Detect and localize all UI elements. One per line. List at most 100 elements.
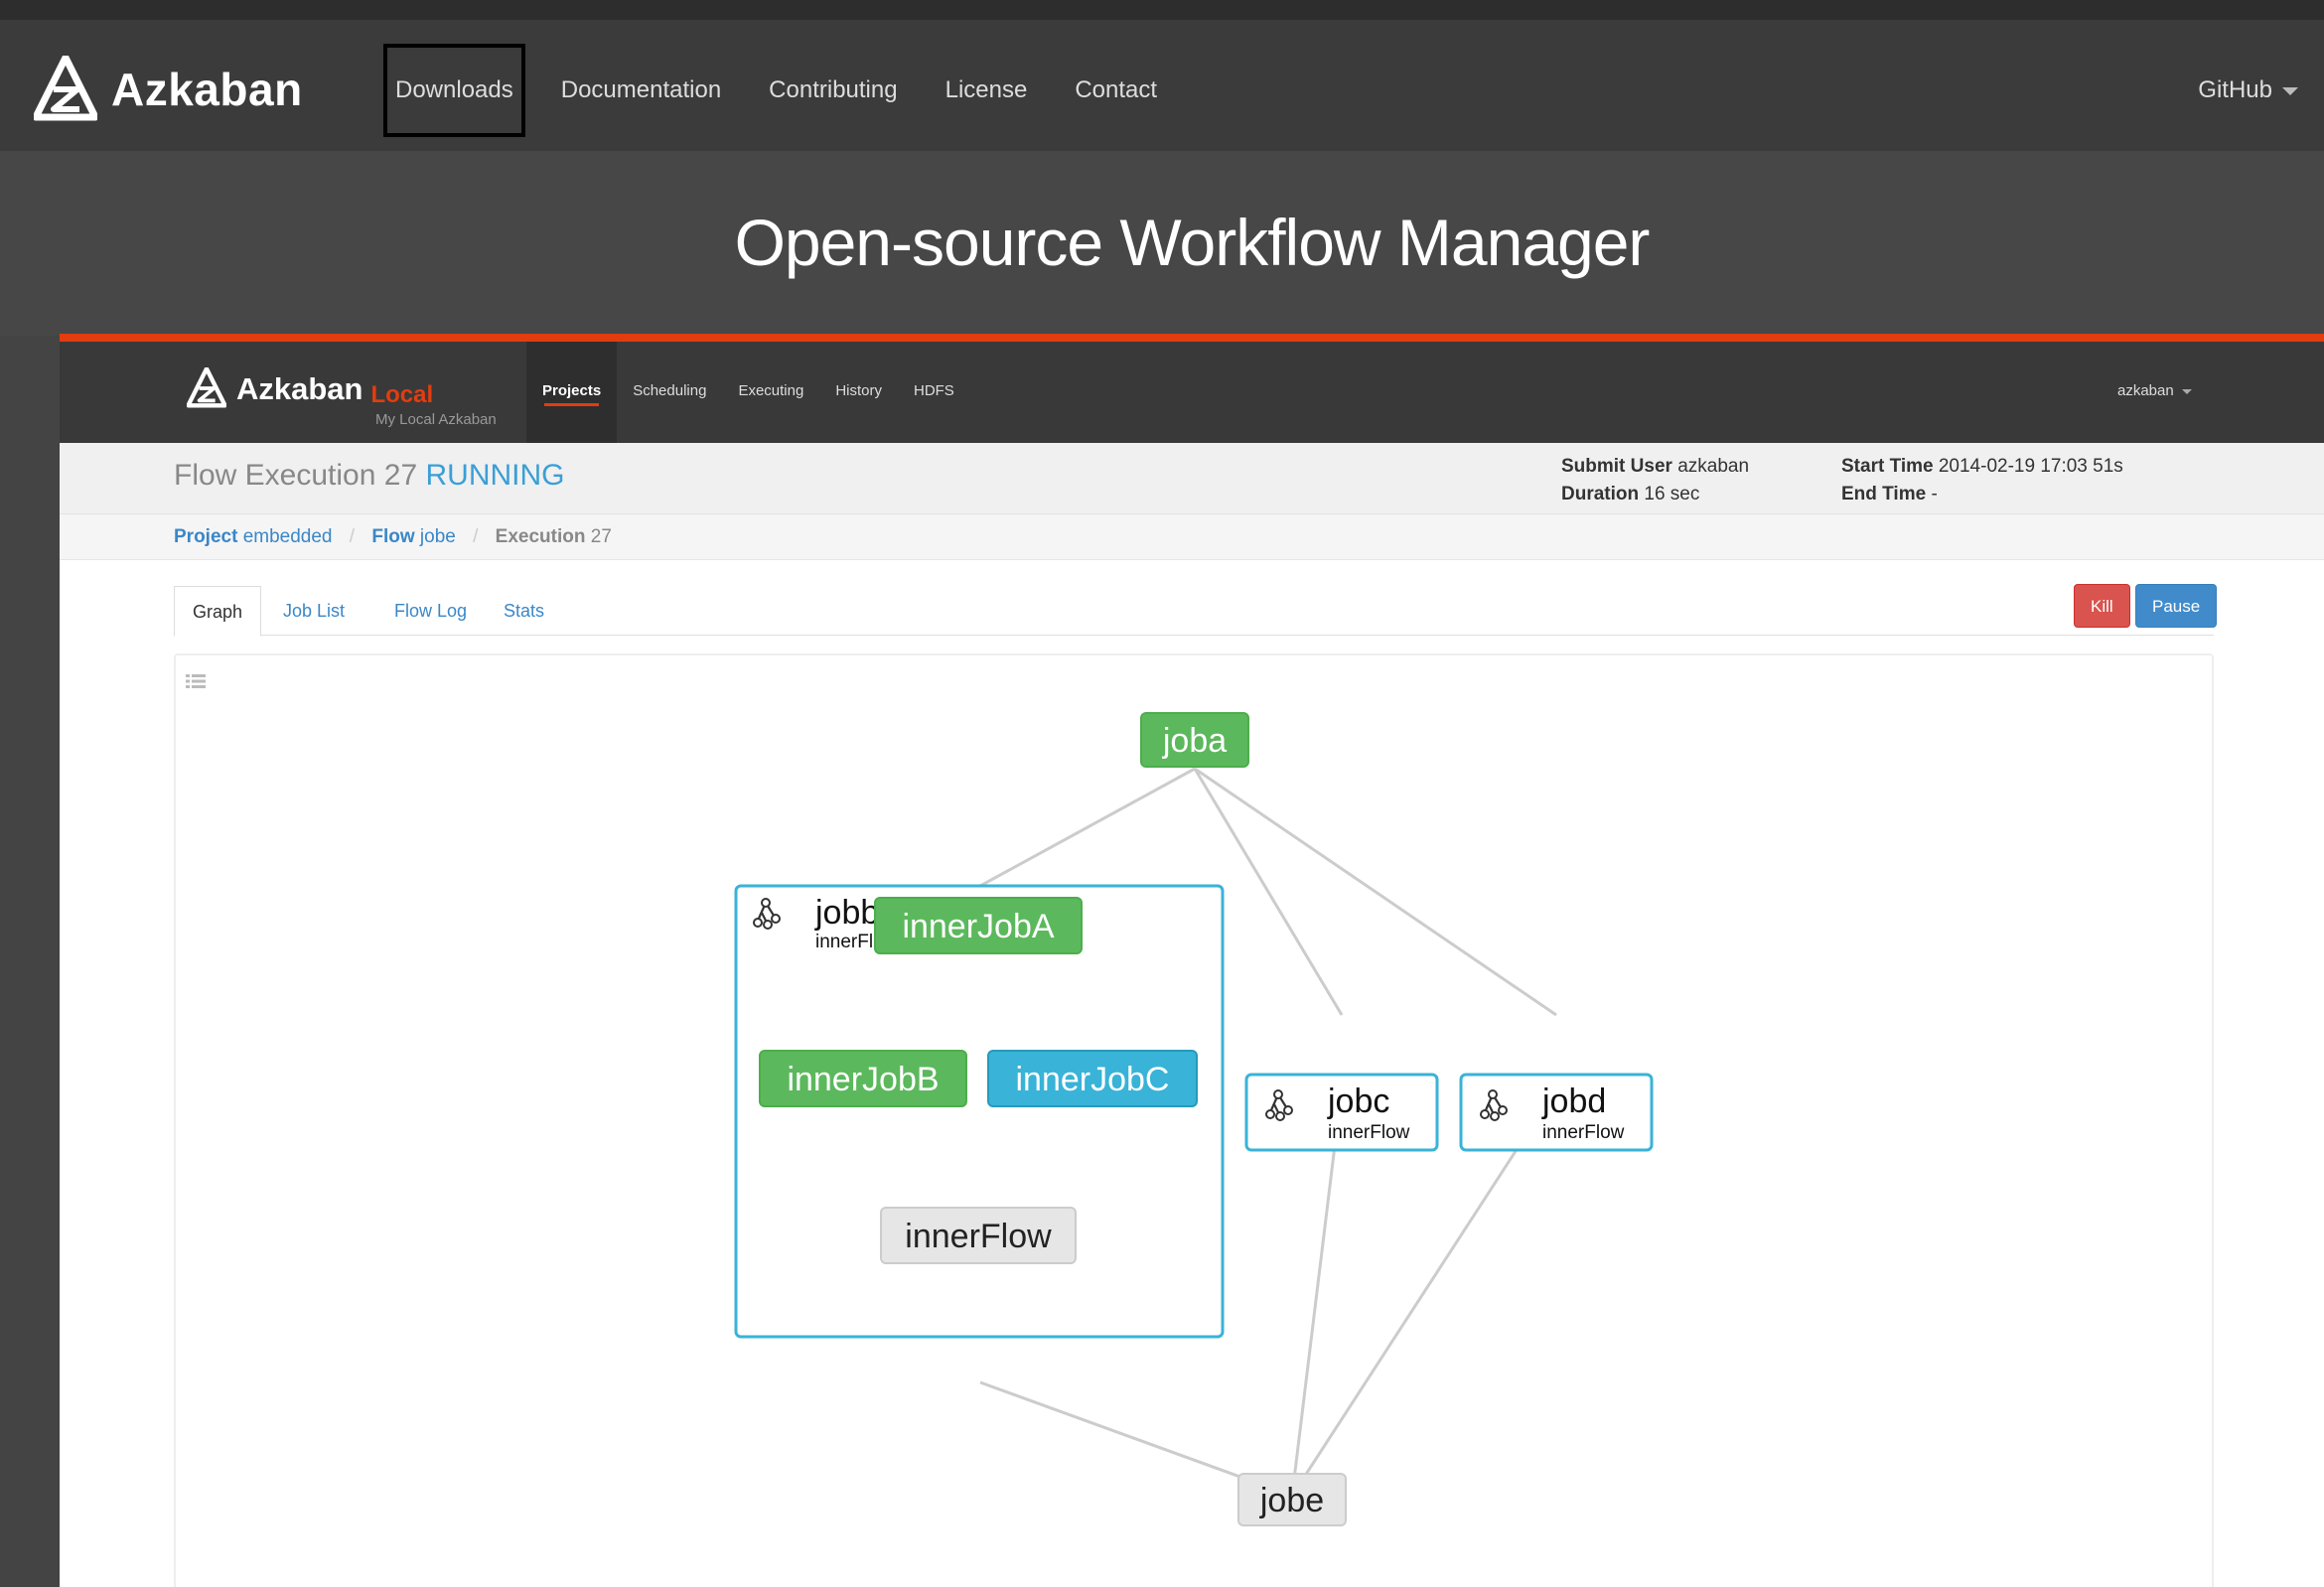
- node-innerjoba[interactable]: innerJobA: [874, 897, 1083, 954]
- node-innerjobc[interactable]: innerJobC: [987, 1050, 1198, 1107]
- execution-status: RUNNING: [425, 459, 565, 492]
- list-icon[interactable]: [186, 673, 206, 689]
- app-navbar: Azkaban Local My Local Azkaban Projects …: [60, 342, 2324, 443]
- azkaban-logo-icon: [187, 367, 226, 408]
- node-innerjobb-box: [759, 1050, 967, 1107]
- tab-flow-log[interactable]: Flow Log: [394, 601, 468, 621]
- node-innerjobb-label: innerJobB: [787, 1061, 939, 1098]
- node-jobc[interactable]: jobc innerFlow: [1244, 1073, 1439, 1152]
- hero: Open-source Workflow Manager: [0, 151, 2324, 336]
- edge-joba-jobc: [1193, 768, 1344, 1016]
- app-nav-hdfs[interactable]: HDFS: [913, 382, 954, 399]
- node-innerjobc-label: innerJobC: [1016, 1061, 1170, 1098]
- breadcrumb: Project embedded / Flow jobe / Execution…: [60, 514, 2324, 560]
- node-jobd-label: jobd: [1541, 1082, 1606, 1120]
- node-innerjobc-box: [987, 1050, 1198, 1107]
- node-innerflow[interactable]: innerFlow: [880, 1207, 1077, 1264]
- start-time-label: Start Time: [1841, 456, 1934, 477]
- nav-license[interactable]: License: [944, 76, 1028, 103]
- app-env-sub: My Local Azkaban: [375, 411, 497, 428]
- duration-label: Duration: [1561, 484, 1640, 505]
- breadcrumb-project-value: embedded: [242, 526, 333, 547]
- execution-title: Flow Execution 27: [174, 459, 418, 492]
- app-env: Local: [370, 381, 434, 408]
- node-innerjobb[interactable]: innerJobB: [759, 1050, 967, 1107]
- node-jobd-sublabel: innerFlow: [1542, 1122, 1625, 1143]
- site-logo[interactable]: Azkaban: [34, 56, 303, 123]
- edge-jobd-jobe: [1290, 1087, 1558, 1497]
- tab-stats[interactable]: Stats: [504, 601, 545, 621]
- breadcrumb-separator: /: [349, 526, 356, 547]
- user-dropdown[interactable]: azkaban: [2117, 342, 2192, 441]
- node-joba[interactable]: joba: [1140, 712, 1249, 768]
- user-name: azkaban: [2117, 382, 2174, 399]
- node-jobe-label: jobe: [1259, 1482, 1324, 1519]
- site-nav: Downloads Documentation Contributing Lic…: [383, 44, 1193, 137]
- breadcrumb-flow-value: jobe: [419, 526, 456, 547]
- tab-graph[interactable]: Graph: [174, 586, 262, 637]
- submit-user-label: Submit User: [1561, 456, 1672, 477]
- app-logo[interactable]: Azkaban Local My Local Azkaban: [187, 367, 497, 428]
- app-nav-projects[interactable]: Projects: [526, 342, 618, 443]
- node-jobd-box: [1459, 1073, 1654, 1152]
- nav-contact[interactable]: Contact: [1075, 76, 1158, 103]
- node-jobd[interactable]: jobd innerFlow: [1459, 1073, 1654, 1152]
- app-nav-scheduling[interactable]: Scheduling: [633, 382, 707, 399]
- breadcrumb-project-label: Project: [174, 526, 238, 547]
- start-time-value: 2014-02-19 17:03 51s: [1938, 456, 2123, 477]
- node-jobe[interactable]: jobe: [1237, 1473, 1347, 1526]
- edge-joba-jobb: [979, 767, 1196, 888]
- site-brand: Azkaban: [111, 64, 303, 115]
- app-screenshot: Azkaban Local My Local Azkaban Projects …: [60, 334, 2324, 1587]
- kill-button[interactable]: Kill: [2074, 584, 2130, 628]
- app-nav: Projects Scheduling Executing History HD…: [526, 342, 970, 443]
- execution-meta-left: Submit User azkaban Duration 16 sec: [1561, 453, 1749, 508]
- node-jobb-label: jobb: [814, 894, 879, 932]
- site-header: Azkaban Downloads Documentation Contribu…: [0, 0, 2324, 151]
- app-nav-executing[interactable]: Executing: [738, 382, 804, 399]
- duration-value: 16 sec: [1644, 484, 1700, 505]
- node-joba-label: joba: [1162, 722, 1227, 760]
- breadcrumb-flow[interactable]: Flow jobe: [371, 526, 455, 547]
- node-innerflow-label: innerFlow: [905, 1218, 1052, 1255]
- graph-panel[interactable]: joba jobb innerFlow innerJobA innerJobB …: [174, 653, 2214, 1587]
- tab-job-list[interactable]: Job List: [283, 601, 346, 621]
- node-jobc-box: [1244, 1073, 1439, 1152]
- pause-button[interactable]: Pause: [2135, 584, 2218, 628]
- nav-downloads[interactable]: Downloads: [383, 44, 525, 137]
- node-joba-box: [1140, 712, 1249, 768]
- breadcrumb-execution-value: 27: [590, 526, 612, 547]
- github-label: GitHub: [2198, 76, 2272, 103]
- caret-down-icon: [2282, 86, 2298, 95]
- edge-joba-jobd: [1194, 767, 1557, 1017]
- node-innerjoba-box: [874, 897, 1083, 954]
- page-title: Flow Execution 27 RUNNING: [174, 459, 564, 493]
- execution-meta-right: Start Time 2014-02-19 17:03 51s End Time…: [1841, 453, 2123, 508]
- breadcrumb-project[interactable]: Project embedded: [174, 526, 333, 547]
- edge-jobc-jobe: [1290, 1087, 1344, 1497]
- execution-header: Flow Execution 27 RUNNING Submit User az…: [60, 443, 2324, 514]
- app-brand: Azkaban: [236, 371, 363, 406]
- node-jobb[interactable]: jobb innerFlow innerJobA innerJobB inner…: [734, 884, 1225, 1339]
- node-innerflow-box: [880, 1207, 1077, 1264]
- nav-documentation[interactable]: Documentation: [560, 76, 722, 103]
- breadcrumb-execution-label: Execution: [495, 526, 586, 547]
- azkaban-logo-icon: [34, 56, 97, 121]
- app-nav-history[interactable]: History: [835, 382, 882, 399]
- nav-contributing[interactable]: Contributing: [769, 76, 898, 103]
- end-time-label: End Time: [1841, 484, 1927, 505]
- execution-tabs: Graph Job List Flow Log Stats: [174, 586, 2214, 637]
- breadcrumb-flow-label: Flow: [371, 526, 415, 547]
- end-time-value: -: [1931, 484, 1938, 505]
- node-innerjoba-label: innerJobA: [902, 908, 1054, 945]
- submit-user-value: azkaban: [1677, 456, 1750, 477]
- node-jobc-label: jobc: [1327, 1082, 1389, 1120]
- flow-graph[interactable]: joba jobb innerFlow innerJobA innerJobB …: [176, 655, 2212, 1587]
- caret-down-icon: [2181, 388, 2192, 394]
- github-dropdown[interactable]: GitHub: [2198, 44, 2298, 137]
- hero-title: Open-source Workflow Manager: [734, 206, 1651, 279]
- breadcrumb-separator: /: [473, 526, 479, 547]
- breadcrumb-execution: Execution 27: [496, 526, 612, 547]
- node-jobc-sublabel: innerFlow: [1328, 1122, 1410, 1143]
- node-jobe-box: [1237, 1473, 1347, 1526]
